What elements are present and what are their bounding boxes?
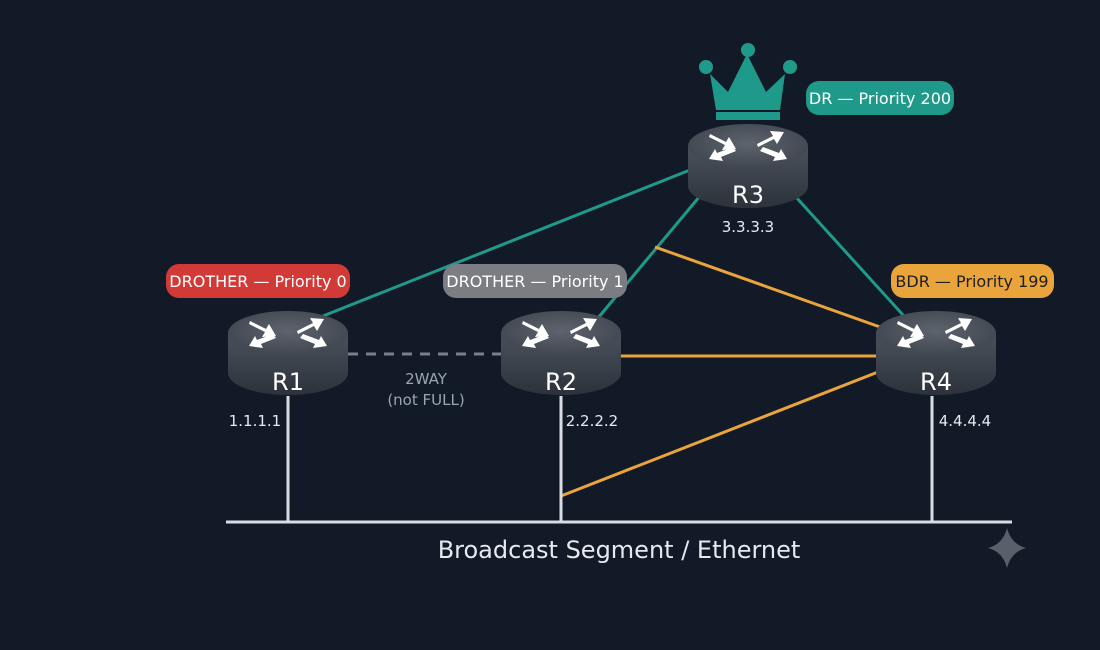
two-way-label: 2WAY — [405, 370, 448, 388]
link-r3-r4-bdr — [654, 245, 881, 329]
sparkle-icon — [988, 528, 1026, 568]
router-ip-r4: 4.4.4.4 — [939, 412, 991, 430]
crown-icon — [699, 43, 797, 120]
role-badge-r2: DROTHER — Priority 1 — [443, 264, 627, 298]
router-ip-r3: 3.3.3.3 — [722, 218, 774, 236]
role-badge-r4: BDR — Priority 199 — [891, 264, 1054, 298]
role-badge-text: DROTHER — Priority 1 — [446, 272, 623, 291]
router-name: R3 — [732, 181, 764, 209]
router-ip-r2: 2.2.2.2 — [566, 412, 618, 430]
role-badge-r1: DROTHER — Priority 0 — [166, 264, 350, 298]
router-r2: R2 — [501, 311, 621, 396]
router-name: R4 — [920, 368, 952, 396]
two-way-sublabel: (not FULL) — [387, 391, 464, 409]
router-r3: R3 — [688, 124, 808, 209]
link-r1-r3 — [317, 166, 696, 320]
role-badge-text: DR — Priority 200 — [809, 89, 951, 108]
segment-label: Broadcast Segment / Ethernet — [438, 536, 801, 564]
router-ip-r1: 1.1.1.1 — [229, 412, 281, 430]
link-segment-r4 — [560, 370, 879, 498]
role-badge-text: BDR — Priority 199 — [895, 272, 1048, 291]
link-r3-r4 — [793, 194, 905, 317]
broadcast-segment: Broadcast Segment / Ethernet — [226, 396, 1012, 564]
router-r1: R1 — [228, 311, 348, 396]
role-badge-text: DROTHER — Priority 0 — [169, 272, 346, 291]
role-badge-r3: DR — Priority 200 — [806, 81, 954, 115]
router-name: R1 — [272, 368, 304, 396]
router-r4: R4 — [876, 311, 996, 396]
router-name: R2 — [545, 368, 577, 396]
